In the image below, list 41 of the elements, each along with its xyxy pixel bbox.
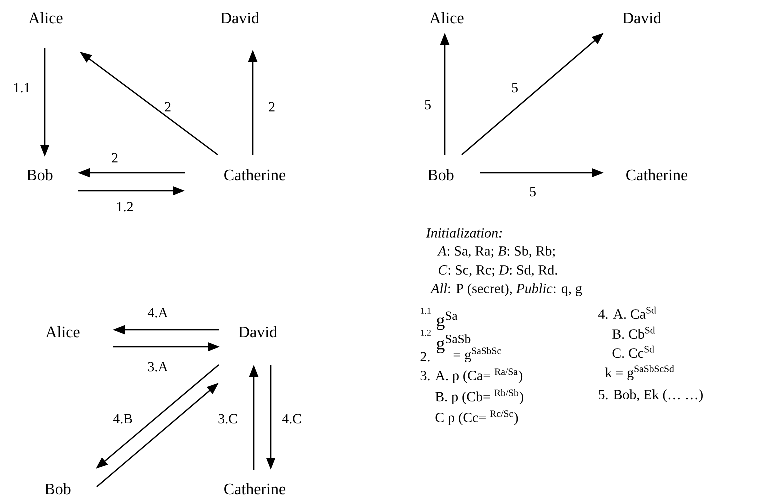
note-text: 5. Bob, Ek (… …) [599,390,703,402]
note-text: 3. A. p (Ca= $^{Ra/Sa}$) [420,368,523,384]
edge-label: 4.A [146,307,170,319]
name-text: David [238,326,278,338]
edge-label: 1.2 [115,201,135,213]
note-text: 2. [420,352,430,362]
edge-label: 5 [424,99,432,111]
note-text: 1.2 [421,330,431,336]
note-text: B. Cb$^{Sd}$ [612,326,656,340]
note-text: B. p (Cb= $^{Rb/Sb}$) [436,390,524,404]
name-text: Catherine [224,169,286,181]
name-text: Bob [45,483,71,495]
note-text: k = g$^{SaSbScSd}$ [605,365,674,381]
edge-label: 1.1 [12,82,32,94]
note-text: C: Sc, Rc; D: Sd, Rd. [439,265,558,277]
name-text: David [622,12,662,24]
edge-label: 4.C [281,413,303,425]
edge-label: 2 [268,101,276,113]
name-text: Alice [28,12,63,24]
edge-label: 2 [164,101,172,113]
name-text: Bob [428,169,454,181]
note-text: g$^{Sa}$ [436,312,458,330]
name-text: David [220,12,260,24]
name-text: Alice [430,12,464,24]
name-text: Catherine [224,483,286,495]
note-text: 4. A. Ca$^{Sd}$ [598,306,656,320]
note-text: A: Sa, Ra; B: Sb, Rb; [437,246,555,258]
name-text: Bob [27,169,53,181]
name-text: Catherine [626,169,688,181]
edge-label: 5 [510,82,520,94]
edge-label: 3.A [146,361,170,373]
note-text: Initialization: [426,228,502,238]
note-text: 1.1 [421,308,431,314]
note-text: All: P (secret), Public: q, g [430,284,582,296]
note-text: C. Cc$^{Sd}$ [612,346,654,358]
note-text: C p (Cc= $^{Rc/Sc}$) [436,410,518,426]
edge-label: 3.C [217,413,239,425]
edge-label: 2 [110,152,120,164]
edge-label: 5 [528,186,538,198]
name-text: Alice [46,326,80,338]
edge-label: 4.B [112,413,134,425]
